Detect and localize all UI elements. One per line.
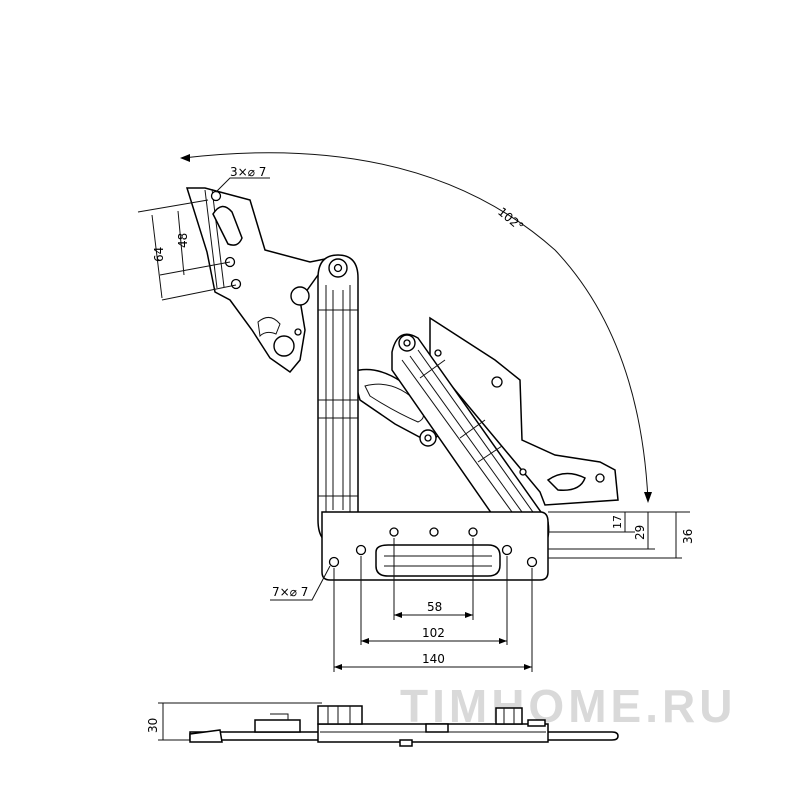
dim-48: 48: [176, 233, 190, 248]
side-view: 30: [146, 702, 619, 747]
top-hole-1: [210, 190, 222, 202]
left-dimensions: 48 64: [137, 199, 237, 301]
right-dimensions: 17 29 36: [548, 511, 695, 559]
upper-mounting-plate: [185, 187, 332, 374]
side-height-label: 30: [146, 718, 160, 733]
slotted-link: [351, 368, 442, 447]
hole-callouts: 3×⌀ 7 7×⌀ 7: [215, 165, 331, 601]
dim-17: 17: [611, 515, 624, 529]
bottom-holes-label: 7×⌀ 7: [272, 585, 308, 599]
vertical-arm: [317, 254, 359, 546]
angle-label: 102°: [495, 205, 526, 234]
dim-102: 102: [422, 626, 445, 640]
dim-58: 58: [427, 600, 442, 614]
top-holes-label: 3×⌀ 7: [230, 165, 266, 179]
top-hole-3: [230, 278, 242, 290]
dim-140: 140: [422, 652, 445, 666]
dim-29: 29: [633, 525, 647, 540]
base-plate: [321, 511, 549, 581]
rear-plate: [429, 316, 619, 506]
dim-64: 64: [152, 247, 166, 262]
dim-36: 36: [681, 529, 695, 544]
bottom-dimensions: 58 102 140: [333, 538, 533, 672]
